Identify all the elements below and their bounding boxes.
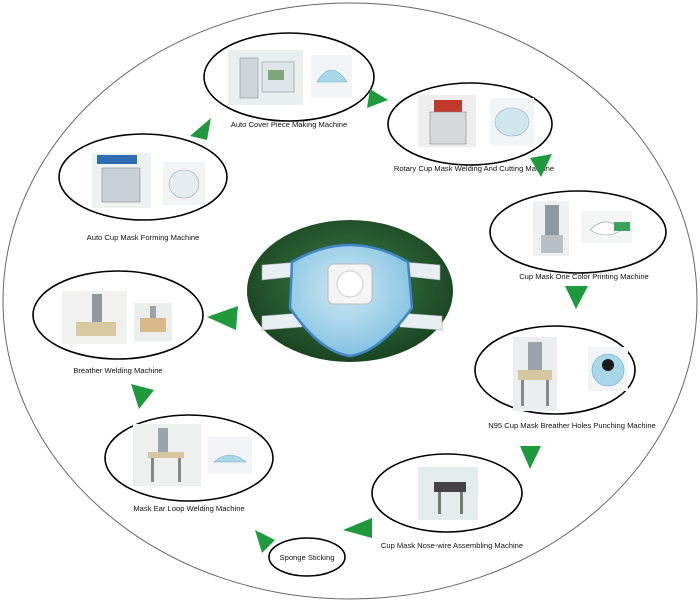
station-label: N95 Cup Mask Breather Holes Punching Mac…	[488, 421, 656, 430]
station-label: Auto Cover Piece Making Machine	[231, 120, 348, 129]
station-label: Rotary Cup Mask Welding And Cutting Mach…	[394, 164, 554, 173]
product-photo	[134, 303, 172, 341]
station-printing: Cup Mask One Color Printing Machine	[489, 190, 667, 281]
machine-photo	[92, 153, 151, 208]
arrow-earloop-to-breather	[131, 384, 154, 409]
arrow-nosewire-to-sponge	[343, 518, 372, 538]
machine-photo	[533, 201, 569, 256]
arrow-punching-to-nosewire	[520, 446, 541, 469]
machine-photo	[513, 337, 557, 411]
station-rotary: Rotary Cup Mask Welding And Cutting Mach…	[387, 82, 554, 173]
product-photo	[311, 55, 352, 98]
station-nosewire: Cup Mask Nose-wire Assembling Machine	[371, 453, 523, 550]
station-sponge: Sponge Sticking	[268, 537, 346, 577]
station-label: Mask Ear Loop Welding Machine	[133, 504, 244, 513]
station-breather: Breather Welding Machine	[32, 270, 204, 375]
arrow-rotary-to-printing	[530, 154, 552, 177]
station-cover: Auto Cover Piece Making Machine	[203, 32, 375, 129]
machine-photo	[62, 291, 127, 344]
center-mask-photo	[247, 220, 453, 362]
product-photo	[208, 437, 252, 474]
arrow-forming-to-cover	[190, 118, 211, 140]
machine-photo	[133, 424, 201, 486]
station-label: Breather Welding Machine	[73, 366, 162, 375]
station-label: Auto Cup Mask Forming Machine	[87, 233, 200, 242]
station-label: Cup Mask One Color Printing Machine	[519, 272, 649, 281]
station-forming: Auto Cup Mask Forming Machine	[58, 133, 228, 242]
product-photo	[490, 98, 534, 146]
machine-photo	[228, 50, 303, 105]
product-photo	[581, 211, 632, 243]
arrow-cover-to-rotary	[367, 89, 388, 108]
product-photo	[588, 347, 628, 391]
arrow-printing-to-punching	[565, 286, 588, 309]
product-photo	[163, 162, 205, 205]
station-earloop: Mask Ear Loop Welding Machine	[104, 414, 274, 513]
station-label: Cup Mask Nose-wire Assembling Machine	[381, 541, 523, 550]
machine-photo	[418, 467, 478, 520]
arrow-sponge-to-earloop	[255, 530, 275, 553]
machine-photo	[418, 95, 476, 147]
arrow-breather-to-center	[207, 306, 238, 330]
flow-arrows	[131, 89, 588, 553]
station-punching: N95 Cup Mask Breather Holes Punching Mac…	[474, 325, 656, 430]
station-label: Sponge Sticking	[280, 553, 335, 562]
